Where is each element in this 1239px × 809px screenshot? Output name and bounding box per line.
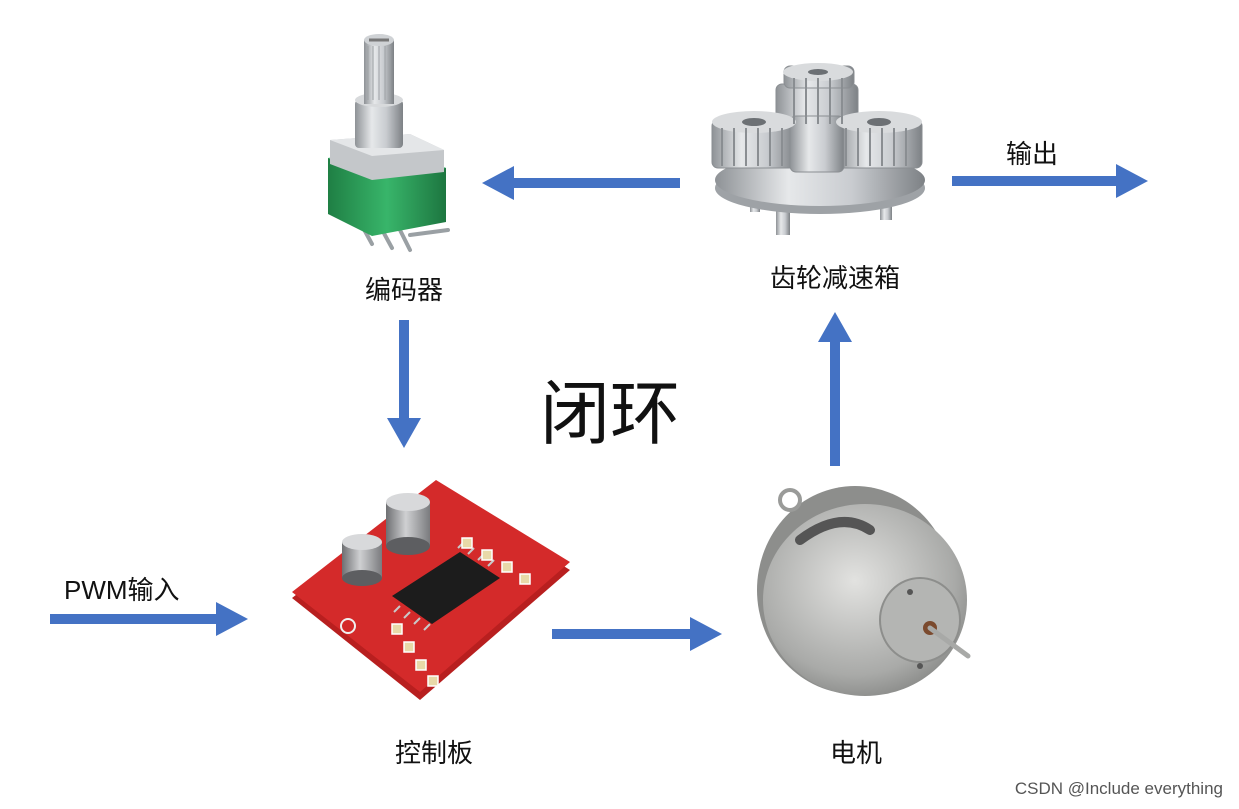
gearbox-image: [711, 63, 925, 235]
pwm-input-label: PWM输入: [64, 575, 180, 605]
controller-board-image: [292, 480, 570, 700]
arrow-gearbox-to-encoder: [482, 166, 680, 200]
encoder-label: 编码器: [364, 276, 444, 306]
flow-arrows: [50, 164, 1148, 651]
watermark: CSDN @Include everything: [1014, 779, 1223, 798]
output-label: 输出: [1006, 139, 1059, 169]
arrow-output: [952, 164, 1148, 198]
arrow-pwm-input: [50, 602, 248, 636]
controller-label: 控制板: [394, 739, 474, 769]
arrow-controller-to-motor: [552, 617, 722, 651]
arrow-encoder-to-controller: [387, 320, 421, 448]
motor-image: [757, 486, 971, 696]
motor-label: 电机: [829, 739, 883, 769]
gearbox-label: 齿轮减速箱: [769, 264, 901, 294]
arrow-motor-to-gearbox: [818, 312, 852, 466]
encoder-image: [328, 34, 450, 252]
closed-loop-title: 闭环: [540, 373, 680, 455]
